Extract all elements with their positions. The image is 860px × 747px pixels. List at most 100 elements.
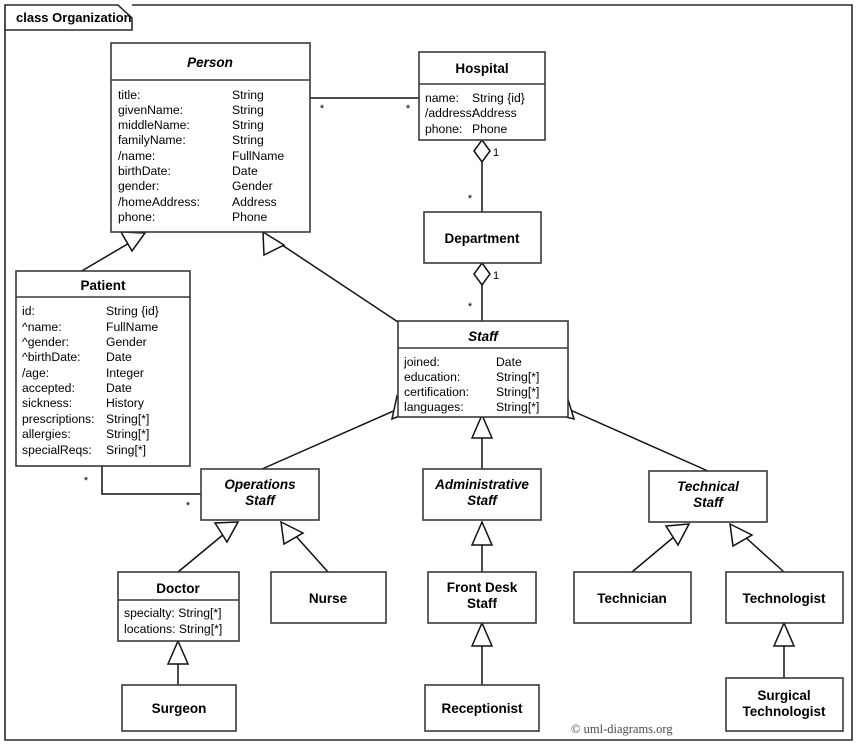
class-technician-title: Technician xyxy=(597,591,667,606)
attr-type: Date xyxy=(106,381,132,395)
class-hospital[interactable]: Hospital name: String {id} /address: Add… xyxy=(418,51,546,141)
attr-type: String[*] xyxy=(496,370,539,384)
attr-name: ^gender: xyxy=(22,335,69,349)
attr-name: locations: String[*] xyxy=(124,622,222,636)
attr-name: joined: xyxy=(403,355,440,369)
class-technical-staff-box[interactable] xyxy=(648,470,768,523)
attr-name: title: xyxy=(118,88,140,102)
class-staff[interactable]: Staff joined: Date education: String[*] … xyxy=(397,320,569,418)
class-technologist[interactable]: Technologist xyxy=(725,571,844,624)
class-administrative-staff-title-line2: Staff xyxy=(467,493,498,508)
class-front-desk-staff[interactable]: Front Desk Staff xyxy=(427,571,537,624)
attr-name: middleName: xyxy=(118,118,190,132)
class-receptionist[interactable]: Receptionist xyxy=(424,684,540,732)
gen-arrow-staff-person xyxy=(262,230,286,257)
gen-nurse-operations xyxy=(293,533,329,573)
copyright-credit: © uml-diagrams.org xyxy=(571,722,673,736)
class-hospital-box[interactable] xyxy=(418,51,546,141)
class-operations-staff-box[interactable] xyxy=(200,468,320,521)
attr-name: birthDate: xyxy=(118,164,171,178)
attr-type: String[*] xyxy=(496,400,539,414)
attr-name: accepted: xyxy=(22,381,75,395)
class-receptionist-title: Receptionist xyxy=(441,701,523,716)
attr-type: Sring[*] xyxy=(106,443,146,457)
diagram-frame: class Organization xyxy=(4,4,853,741)
class-staff-box[interactable] xyxy=(397,320,569,418)
class-administrative-staff[interactable]: Administrative Staff xyxy=(422,468,542,521)
attr-name: phone: xyxy=(425,122,462,136)
gen-arrow-technologist-technical xyxy=(729,522,754,548)
attr-name: /address: xyxy=(425,106,475,120)
class-surgical-technologist-title-line1: Surgical xyxy=(757,688,810,703)
attr-name: givenName: xyxy=(118,103,183,117)
attr-name: specialty: String[*] xyxy=(124,606,222,620)
attr-name: phone: xyxy=(118,210,155,224)
class-front-desk-staff-title-line2: Staff xyxy=(467,596,498,611)
gen-arrow-nurse-operations xyxy=(280,520,305,546)
mult-staff-part: * xyxy=(468,301,473,313)
attr-name: /age: xyxy=(22,366,49,380)
class-front-desk-staff-title-line1: Front Desk xyxy=(447,580,518,595)
attr-type: String[*] xyxy=(106,427,149,441)
attr-type: String {id} xyxy=(106,304,159,318)
attr-type: Date xyxy=(106,350,132,364)
frame-border xyxy=(4,4,853,741)
attr-type: Gender xyxy=(106,335,147,349)
class-department-title: Department xyxy=(444,231,520,246)
aggregation-diamond-department xyxy=(473,261,491,287)
attr-type: Address xyxy=(232,195,277,209)
attr-type: Integer xyxy=(106,366,144,380)
class-staff-title: Staff xyxy=(468,329,499,344)
class-surgical-technologist[interactable]: Surgical Technologist xyxy=(725,677,844,732)
gen-doctor-operations xyxy=(177,533,225,573)
class-nurse[interactable]: Nurse xyxy=(270,571,387,624)
class-technician[interactable]: Technician xyxy=(573,571,692,624)
gen-operations-staff xyxy=(261,408,399,470)
class-technical-staff[interactable]: Technical Staff xyxy=(648,470,768,523)
frame-label: class Organization xyxy=(16,10,132,25)
mult-patient-source: * xyxy=(84,475,89,487)
class-person-title: Person xyxy=(187,55,233,70)
class-patient[interactable]: Patient id: String {id} ^name: FullName … xyxy=(15,270,191,467)
class-hospital-title: Hospital xyxy=(455,61,508,76)
class-person[interactable]: Person title: String givenName: String m… xyxy=(110,42,311,233)
class-technologist-box[interactable] xyxy=(725,571,844,624)
class-department[interactable]: Department xyxy=(423,211,542,264)
attr-type: String[*] xyxy=(496,385,539,399)
gen-arrow-doctor-operations xyxy=(213,521,240,544)
attr-type: FullName xyxy=(232,149,284,163)
gen-arrow-receptionist-frontdesk xyxy=(470,621,494,647)
attr-name: languages: xyxy=(404,400,464,414)
class-technologist-title: Technologist xyxy=(743,591,827,606)
class-surgeon-box[interactable] xyxy=(121,684,237,732)
mult-department-part: * xyxy=(468,193,473,205)
attr-type: Date xyxy=(232,164,258,178)
class-operations-staff-title-line1: Operations xyxy=(224,477,296,492)
class-receptionist-box[interactable] xyxy=(424,684,540,732)
class-surgeon[interactable]: Surgeon xyxy=(121,684,237,732)
attr-name: id: xyxy=(22,304,35,318)
class-doctor[interactable]: Doctor specialty: String[*] locations: S… xyxy=(117,571,240,642)
frame-tab xyxy=(4,4,133,31)
class-patient-box[interactable] xyxy=(15,270,191,467)
class-administrative-staff-box[interactable] xyxy=(422,468,542,521)
attr-name: familyName: xyxy=(118,133,186,147)
attr-name: name: xyxy=(425,91,459,105)
class-nurse-box[interactable] xyxy=(270,571,387,624)
attr-name: education: xyxy=(404,370,460,384)
class-patient-title: Patient xyxy=(80,278,126,293)
class-doctor-title: Doctor xyxy=(156,581,200,596)
class-technical-staff-title-line1: Technical xyxy=(677,479,739,494)
class-department-box[interactable] xyxy=(423,211,542,264)
class-doctor-box[interactable] xyxy=(117,571,240,642)
class-front-desk-staff-box[interactable] xyxy=(427,571,537,624)
class-person-box[interactable] xyxy=(110,42,311,233)
class-operations-staff[interactable]: Operations Staff xyxy=(200,468,320,521)
class-technician-box[interactable] xyxy=(573,571,692,624)
attr-type: String[*] xyxy=(106,412,149,426)
gen-technical-staff xyxy=(567,408,709,472)
class-surgical-technologist-box[interactable] xyxy=(725,677,844,732)
mult-operations-target: * xyxy=(186,500,191,512)
gen-staff-person xyxy=(278,242,399,323)
